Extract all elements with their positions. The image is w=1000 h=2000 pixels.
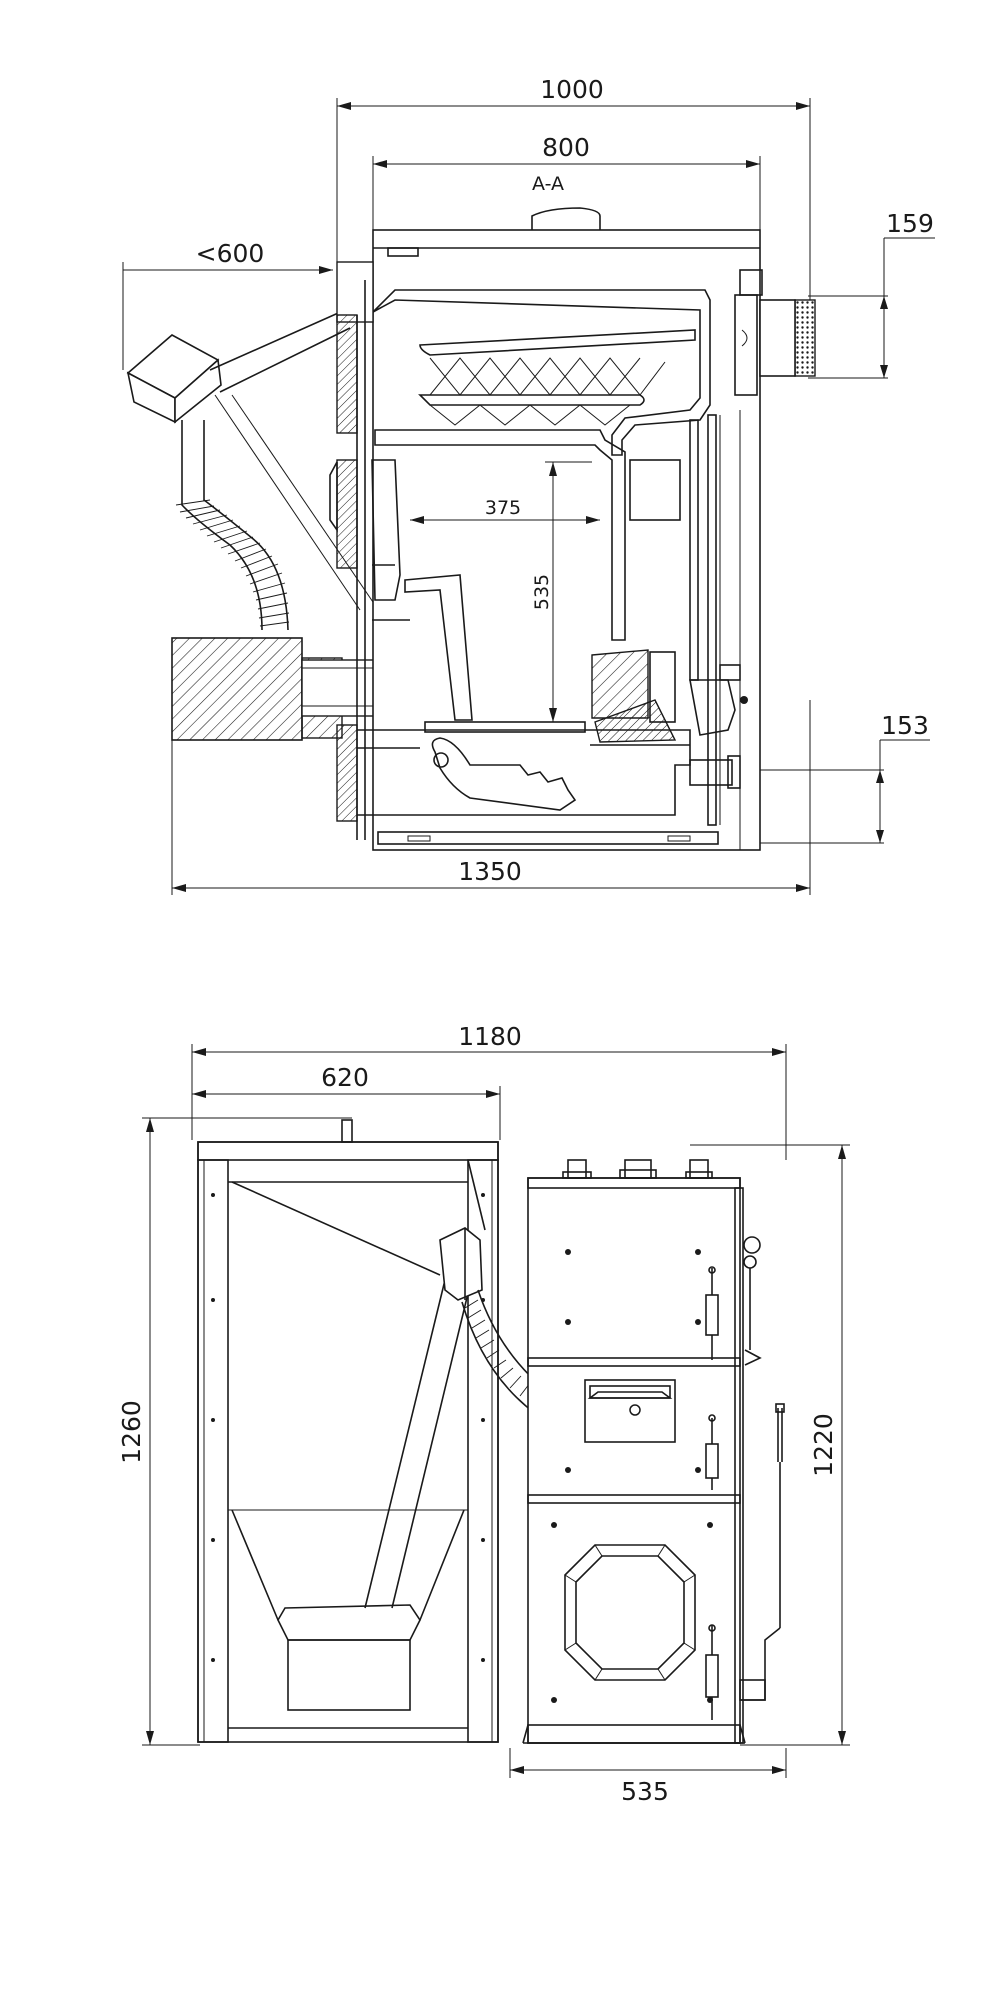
door-latch-lower[interactable] <box>705 1624 719 1720</box>
dimension-boiler-width: 800 <box>372 133 761 240</box>
dimension-overall-length: 1350 <box>171 640 811 895</box>
door-latch-middle[interactable] <box>705 1414 719 1490</box>
dim-label-1180: 1180 <box>458 1022 522 1051</box>
section-label: A-A <box>532 173 564 195</box>
dim-label-600: <600 <box>196 239 265 268</box>
dimension-front-total-width: 1180 <box>191 1022 787 1160</box>
dimension-total-width: 1000 <box>336 75 811 310</box>
door-latch-upper[interactable] <box>705 1266 719 1360</box>
dim-label-535: 535 <box>531 574 553 610</box>
dim-label-1350: 1350 <box>458 857 522 886</box>
dim-label-1220: 1220 <box>809 1413 838 1477</box>
burner-door <box>564 1544 696 1681</box>
dimension-hopper-width: 620 <box>192 1063 501 1140</box>
dim-label-153: 153 <box>881 711 929 740</box>
dim-label-375: 375 <box>485 497 521 519</box>
dim-label-1260: 1260 <box>117 1400 146 1464</box>
dim-label-620: 620 <box>321 1063 369 1092</box>
dimension-hopper-height: 1260 <box>117 1117 352 1746</box>
boiler-body-section <box>329 207 816 851</box>
dim-label-1000: 1000 <box>540 75 604 104</box>
pellet-hopper <box>197 1119 499 1743</box>
dimension-boiler-width: 535 <box>509 1748 787 1806</box>
dimension-inner-375: 375 <box>410 497 600 524</box>
dimension-bottom-outlet: 153 <box>720 711 930 844</box>
dimension-inner-535: 535 <box>531 461 592 722</box>
flexible-feed-hose <box>175 420 290 631</box>
dimension-boiler-height: 1220 <box>690 1144 850 1746</box>
side-section-view: 1000 800 A-A <600 159 <box>122 75 935 895</box>
dim-label-535-front: 535 <box>621 1777 669 1806</box>
front-view: 1180 620 1260 1220 <box>117 1022 850 1806</box>
dimension-angle-reach: <600 <box>122 239 333 370</box>
side-lever[interactable] <box>739 1403 785 1701</box>
gauge-icon <box>743 1236 762 1366</box>
boiler-front <box>522 1159 785 1744</box>
dim-label-800: 800 <box>542 133 590 162</box>
dim-label-159: 159 <box>886 209 934 238</box>
feed-hopper-box <box>126 309 376 611</box>
dimension-top-outlet: 159 <box>808 209 935 379</box>
